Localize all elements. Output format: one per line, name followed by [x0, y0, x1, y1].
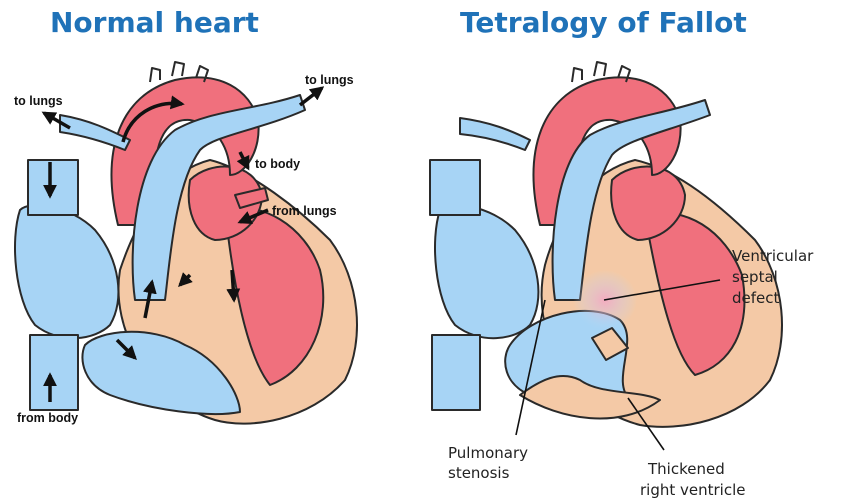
mitral-arrow: [232, 270, 234, 300]
vsd-label-line1: Ventricular: [732, 247, 814, 265]
tof-right-atrium: [435, 205, 538, 338]
vsd-label-line3: defect: [732, 289, 780, 307]
superior-vena-cava: [28, 160, 78, 215]
from-body-label: from body: [17, 411, 78, 425]
from-lungs-label: from lungs: [272, 204, 337, 218]
normal-heart: [15, 62, 357, 424]
inferior-vena-cava: [30, 335, 78, 410]
to-lungs-right-label: to lungs: [305, 73, 354, 87]
to-lungs-left-label: to lungs: [14, 94, 63, 108]
tof-heart: [430, 62, 782, 427]
tof-superior-vena-cava: [430, 160, 480, 215]
ps-label-line1: Pulmonary: [448, 444, 528, 462]
to-lungs-right-arrow: [300, 88, 322, 105]
trv-label-line2: right ventricle: [640, 481, 745, 499]
tof-left-pulmonary-branch: [460, 118, 530, 150]
tof-inferior-vena-cava: [432, 335, 480, 410]
vsd-label-line2: septal: [732, 268, 778, 286]
to-body-label: to body: [255, 157, 300, 171]
right-atrium: [15, 205, 118, 338]
trv-label-line1: Thickened: [647, 460, 725, 478]
ps-label-line2: stenosis: [448, 464, 510, 482]
